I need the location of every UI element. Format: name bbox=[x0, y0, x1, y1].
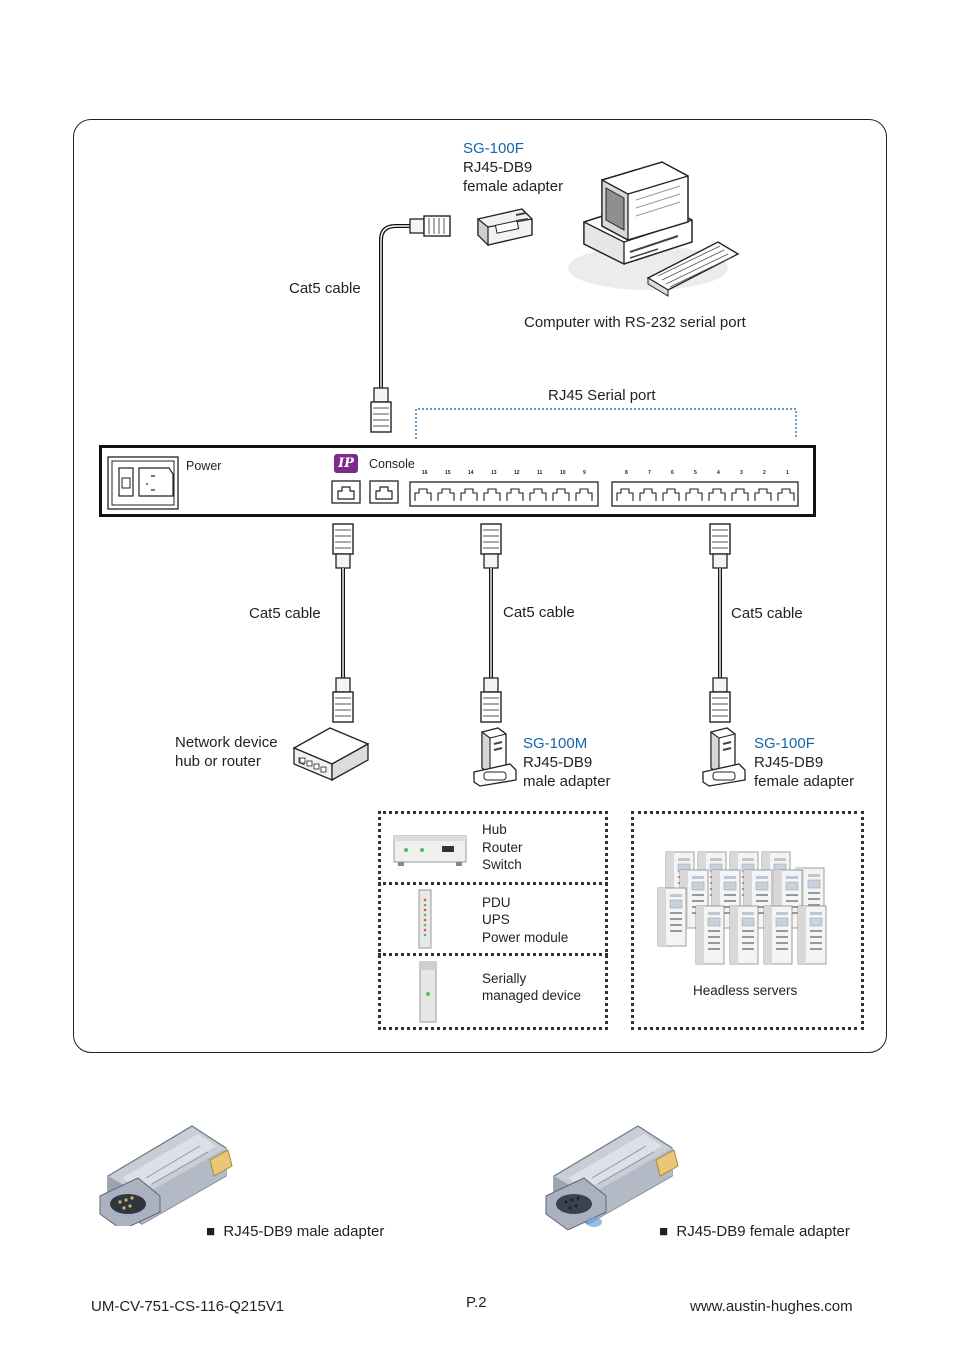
female-caption-text: RJ45-DB9 female adapter bbox=[676, 1223, 850, 1240]
servers-group-box bbox=[631, 811, 864, 1030]
bullet-icon: ■ bbox=[659, 1223, 677, 1240]
port-number: 7 bbox=[648, 470, 651, 476]
device-router: Router bbox=[482, 840, 523, 855]
top-adapter-type: RJ45-DB9 bbox=[463, 159, 533, 176]
male-adapter-gender: male adapter bbox=[523, 773, 611, 790]
cat5-cable-console bbox=[332, 523, 354, 723]
device-switch: Switch bbox=[482, 857, 522, 872]
bullet-icon: ■ bbox=[206, 1223, 224, 1240]
device-group-box bbox=[378, 811, 608, 1030]
port-number: 2 bbox=[763, 470, 766, 476]
port-number: 6 bbox=[671, 470, 674, 476]
male-adapter-type: RJ45-DB9 bbox=[523, 754, 593, 771]
console-ports bbox=[331, 480, 399, 504]
switch-appliance-icon bbox=[393, 835, 467, 866]
computer-label: Computer with RS-232 serial port bbox=[524, 314, 746, 331]
device-ups: UPS bbox=[482, 912, 510, 927]
power-label: Power bbox=[186, 459, 222, 473]
female-adapter-photo bbox=[545, 1125, 679, 1230]
device-group-divider bbox=[378, 882, 608, 885]
computer-icon bbox=[568, 161, 740, 297]
managed-device-icon bbox=[419, 961, 437, 1023]
footer-website[interactable]: www.austin-hughes.com bbox=[690, 1298, 853, 1315]
cable-console-label: Cat5 cable bbox=[249, 605, 321, 622]
cat5-cable-port-female bbox=[709, 523, 731, 723]
footer-doc-id: UM-CV-751-CS-116-Q215V1 bbox=[91, 1298, 285, 1315]
male-caption-text: RJ45-DB9 male adapter bbox=[223, 1223, 385, 1240]
cat5-cable-port-male bbox=[480, 523, 502, 723]
port-number: 16 bbox=[422, 470, 428, 476]
cable-top-label: Cat5 cable bbox=[289, 280, 361, 297]
port-number: 15 bbox=[445, 470, 451, 476]
footer-page: P.2 bbox=[466, 1294, 487, 1311]
console-label: Console bbox=[369, 457, 415, 471]
port-number: 10 bbox=[560, 470, 566, 476]
device-hub: Hub bbox=[482, 822, 507, 837]
servers-icon bbox=[657, 851, 827, 965]
device-group-divider bbox=[378, 953, 608, 956]
port-number: 1 bbox=[786, 470, 789, 476]
port-number: 14 bbox=[468, 470, 474, 476]
port-number: 9 bbox=[583, 470, 586, 476]
port-number: 8 bbox=[625, 470, 628, 476]
male-photo-caption: ■ RJ45-DB9 male adapter bbox=[206, 1222, 384, 1241]
ip-logo: IP bbox=[334, 454, 358, 473]
female-adapter-gender: female adapter bbox=[754, 773, 855, 790]
device-serially: Serially bbox=[482, 971, 527, 986]
device-managed: managed device bbox=[482, 988, 582, 1003]
device-pdu: PDU bbox=[482, 895, 511, 910]
network-device-line2: hub or router bbox=[175, 753, 261, 770]
db9-male-adapter-icon bbox=[473, 727, 517, 787]
port-number: 5 bbox=[694, 470, 697, 476]
port-number: 13 bbox=[491, 470, 497, 476]
female-photo-caption: ■ RJ45-DB9 female adapter bbox=[659, 1222, 850, 1241]
device-power-module: Power module bbox=[482, 930, 569, 945]
top-adapter-model: SG-100F bbox=[463, 140, 524, 157]
hub-router-icon bbox=[292, 727, 370, 782]
top-adapter-gender: female adapter bbox=[463, 178, 564, 195]
port-number: 12 bbox=[514, 470, 520, 476]
db9-female-adapter-icon bbox=[477, 208, 533, 247]
port-number: 3 bbox=[740, 470, 743, 476]
female-adapter-type: RJ45-DB9 bbox=[754, 754, 824, 771]
power-inlet-icon bbox=[107, 456, 179, 510]
serial-port-label: RJ45 Serial port bbox=[548, 387, 656, 404]
pdu-icon bbox=[418, 889, 432, 949]
port-number: 11 bbox=[537, 470, 543, 476]
cat5-cable-top bbox=[370, 215, 451, 433]
cable-male-label: Cat5 cable bbox=[503, 604, 575, 621]
male-adapter-photo bbox=[99, 1125, 233, 1226]
db9-female-adapter-bottom-icon bbox=[702, 727, 746, 787]
rj45-port-blocks bbox=[409, 481, 799, 507]
servers-label: Headless servers bbox=[693, 983, 798, 998]
port-number: 4 bbox=[717, 470, 720, 476]
male-adapter-model: SG-100M bbox=[523, 735, 588, 752]
serial-port-bracket bbox=[415, 408, 797, 439]
cable-female-label: Cat5 cable bbox=[731, 605, 803, 622]
network-device-line1: Network device bbox=[175, 734, 278, 751]
female-adapter-model: SG-100F bbox=[754, 735, 815, 752]
diagram-frame bbox=[73, 119, 887, 1053]
